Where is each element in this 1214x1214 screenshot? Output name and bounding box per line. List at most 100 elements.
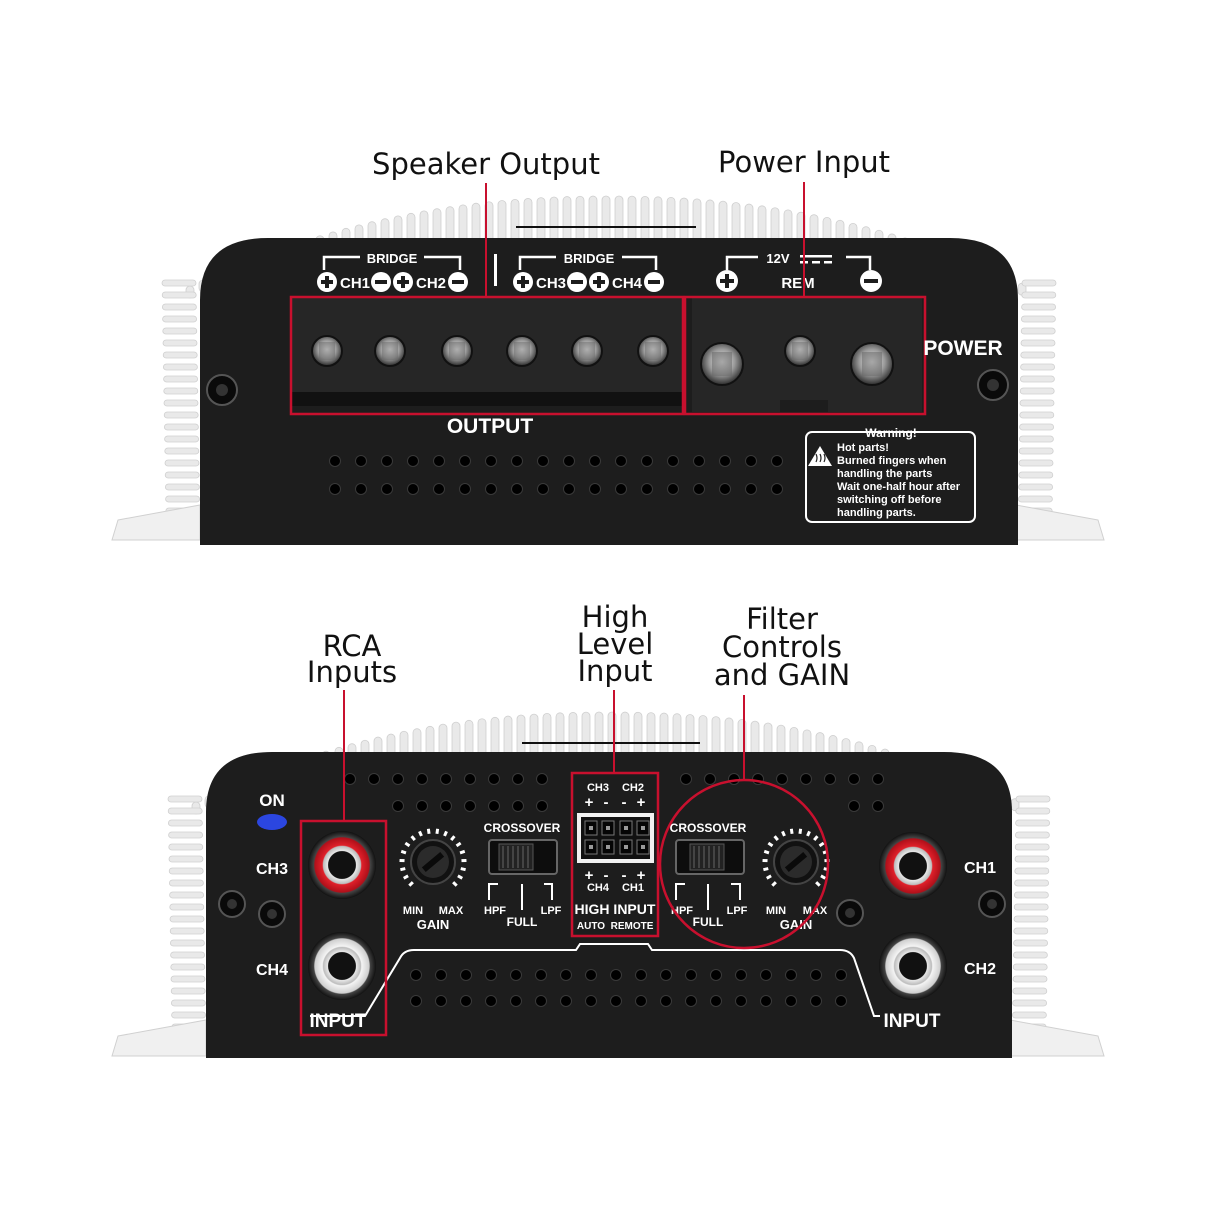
hl-ch3-minus: - (604, 794, 609, 811)
hl-ch4-plus: + (585, 867, 594, 884)
top-right-foot (1015, 504, 1105, 541)
full-label-right: FULL (693, 915, 724, 929)
hot-surface-icon (808, 446, 832, 466)
speaker-terminal-block (292, 298, 682, 406)
hl-ch1-plus: + (637, 867, 646, 884)
bridge-left-label: BRIDGE (367, 251, 418, 266)
bottom-left-screw-1 (218, 890, 246, 918)
high-level-callout-line-1: High (582, 600, 649, 634)
on-label: ON (259, 791, 285, 810)
filter-callout-line-3: and GAIN (714, 658, 850, 692)
remote-label: REMOTE (611, 921, 654, 932)
top-right-screw (977, 369, 1009, 401)
ch2-label: CH2 (416, 275, 446, 292)
lpf-label-left: LPF (541, 905, 562, 917)
filter-callout-line-1: Filter (746, 602, 818, 636)
full-label-left: FULL (507, 915, 538, 929)
bottom-left-screw-2 (258, 900, 286, 928)
gain-min-right: MIN (766, 905, 786, 917)
hpf-label-left: HPF (484, 905, 506, 917)
top-edge-line (516, 226, 696, 228)
power-plus-icon (716, 270, 738, 292)
ch4-label: CH4 (612, 275, 643, 292)
power-led-indicator (257, 814, 287, 830)
crossover-switch-left[interactable] (488, 839, 558, 875)
high-input-label: HIGH INPUT (575, 901, 656, 917)
gain-knob-left[interactable] (399, 828, 467, 887)
power-input-callout: Power Input (718, 145, 890, 179)
rem-label: REM (781, 275, 814, 292)
crossover-bracket-left (488, 883, 553, 910)
ch1-label: CH1 (340, 275, 370, 292)
warning-line-4: Wait one-half hour after (837, 481, 961, 493)
bottom-right-screw-2 (978, 890, 1006, 918)
hl-ch1-minus: - (622, 867, 627, 884)
crossover-label-right: CROSSOVER (670, 821, 747, 835)
rca-ch1-jack[interactable] (879, 832, 947, 900)
top-vent-holes (329, 455, 783, 495)
power-bracket (725, 255, 872, 270)
crossover-bracket-right (675, 883, 741, 910)
crossover-switch-right[interactable] (675, 839, 745, 875)
rca-ch3-jack[interactable] (308, 831, 376, 899)
bottom-lower-vent-holes (410, 969, 847, 1007)
warning-line-3: handling the parts (837, 468, 932, 480)
rca-ch2-label: CH2 (964, 961, 996, 978)
bottom-right-screw-1 (836, 899, 864, 927)
bridge-left-bracket (322, 255, 462, 270)
speaker-polarity-row (317, 272, 664, 292)
top-left-screw (206, 374, 238, 406)
input-right-label: INPUT (884, 1011, 941, 1032)
lpf-label-right: LPF (727, 905, 748, 917)
top-amplifier: BRIDGE BRIDGE CH1 CH2 CH3 CH4 12V REM (111, 145, 1105, 545)
gain-label-right: GAIN (780, 917, 813, 932)
warning-line-2: Burned fingers when (837, 455, 947, 467)
warning-title: Warning! (865, 426, 917, 440)
ch3-label: CH3 (536, 275, 566, 292)
high-level-callout-line-2: Level (577, 627, 654, 661)
filter-callout-line-2: Controls (722, 630, 842, 664)
input-left-label: INPUT (310, 1011, 367, 1032)
twelve-v-label: 12V (766, 251, 789, 266)
bottom-right-foot (1009, 1019, 1105, 1057)
hl-ch2-label: CH2 (622, 782, 644, 794)
warning-line-6: handling parts. (837, 507, 916, 519)
bottom-upper-vent-holes (344, 773, 884, 812)
lower-vent-frame (310, 943, 880, 1017)
auto-label: AUTO (577, 921, 605, 932)
warning-line-5: switching off before (837, 494, 942, 506)
top-left-foot (111, 504, 201, 541)
hl-ch1-label: CH1 (622, 882, 644, 894)
speaker-output-callout: Speaker Output (372, 147, 600, 181)
hl-ch2-plus: + (637, 794, 646, 811)
rem-terminal (784, 335, 816, 367)
high-level-callout-line-3: Input (577, 654, 652, 688)
gain-knob-right[interactable] (762, 828, 830, 887)
gain-label-left: GAIN (417, 917, 450, 932)
warning-line-1: Hot parts! (837, 442, 889, 454)
gain-max-left: MAX (439, 905, 464, 917)
rca-callout-line-1: RCA (323, 629, 382, 663)
bridge-right-bracket (518, 255, 658, 270)
high-level-input-connector[interactable] (577, 813, 654, 863)
power-minus-terminal (850, 342, 894, 386)
bottom-left-foot (111, 1019, 207, 1057)
power-plus-terminal (700, 342, 744, 386)
hl-ch3-label: CH3 (587, 782, 609, 794)
rca-ch3-label: CH3 (256, 861, 288, 878)
output-label: OUTPUT (447, 415, 534, 438)
speaker-terminal-screws (311, 335, 669, 367)
bottom-amplifier: ON CH3 CH4 INPUT CH1 CH2 INPUT (111, 600, 1105, 1058)
rca-ch1-label: CH1 (964, 860, 996, 877)
hl-ch4-label: CH4 (587, 882, 610, 894)
hl-ch2-minus: - (622, 794, 627, 811)
power-label: POWER (923, 337, 1002, 360)
gain-min-left: MIN (403, 905, 423, 917)
rca-ch4-jack[interactable] (308, 932, 376, 1000)
crossover-label-left: CROSSOVER (484, 821, 561, 835)
rca-callout-line-2: Inputs (307, 655, 397, 689)
hl-ch4-minus: - (604, 867, 609, 884)
top-divider (494, 254, 497, 286)
bottom-panel-body (206, 752, 1012, 1058)
rca-ch2-jack[interactable] (879, 932, 947, 1000)
